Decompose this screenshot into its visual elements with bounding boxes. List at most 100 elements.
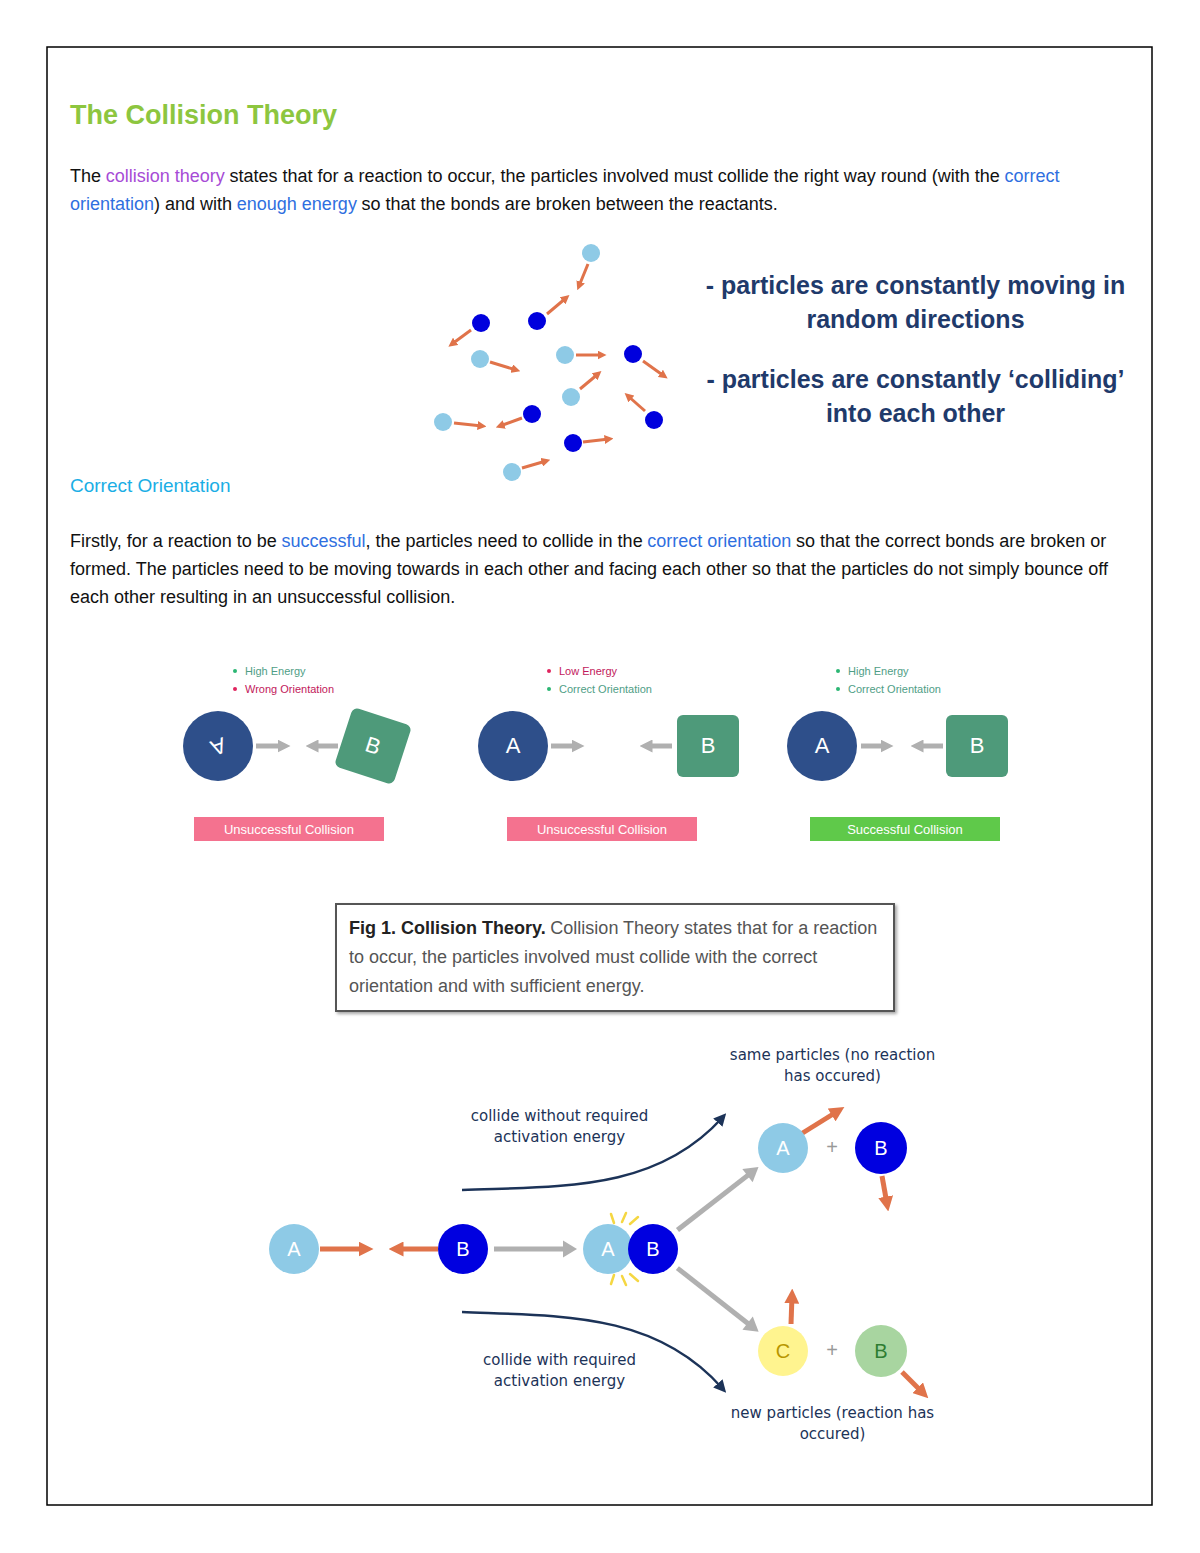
particle-circle: A <box>478 711 548 781</box>
bullet-text: Wrong Orientation <box>245 683 334 695</box>
figure-caption-box: Fig 1. Collision Theory.Collision Theory… <box>335 903 895 1012</box>
bullet-dot <box>233 687 237 691</box>
particle-circle: B <box>855 1122 907 1174</box>
arrowhead <box>742 1167 758 1182</box>
particle-circle: C <box>758 1326 808 1376</box>
particle-letter: B <box>362 731 384 760</box>
figure-label: Fig 1. Collision Theory. <box>349 918 546 938</box>
bullet-text: High Energy <box>848 665 909 677</box>
particle-letter: B <box>874 1340 887 1363</box>
arrow-shaft <box>494 1247 565 1252</box>
bullet-item: High Energy <box>233 663 306 679</box>
text-run: so that the bonds are broken between the… <box>362 194 778 214</box>
text-run: correct orientation <box>647 531 791 551</box>
text-run: same particles (no reaction has occured) <box>730 1046 935 1085</box>
bullet-item: Wrong Orientation <box>233 681 334 697</box>
particle-square: B <box>946 715 1008 777</box>
text-run: successful <box>281 531 365 551</box>
text-run: - particles are constantly ‘colliding’ i… <box>706 365 1124 427</box>
page-border <box>47 47 1152 1505</box>
particle-circle: A <box>787 711 857 781</box>
illustration-note: - particles are constantly moving in ran… <box>688 268 1143 336</box>
bullet-dot <box>836 687 840 691</box>
bullet-text: Low Energy <box>559 665 617 677</box>
arrow-shaft <box>677 1174 749 1230</box>
text-run: , the particles need to collide in the <box>365 531 642 551</box>
arrowhead <box>563 1241 577 1258</box>
pathway-note: collide with required activation energy <box>452 1350 667 1392</box>
particle-letter: A <box>601 1238 614 1261</box>
pathway-note: collide without required activation ener… <box>452 1106 667 1148</box>
orientation-paragraph: Firstly, for a reaction to besuccessful,… <box>70 527 1140 611</box>
text-run: collide without required activation ener… <box>471 1107 648 1146</box>
outcome-note: same particles (no reaction has occured) <box>720 1045 945 1087</box>
particle-square: B <box>334 707 412 785</box>
arrow-shaft <box>677 1268 749 1324</box>
bullet-item: Correct Orientation <box>836 681 941 697</box>
moving-particles <box>452 264 664 468</box>
particle-circle: A <box>583 1224 633 1274</box>
particle-letter: B <box>874 1137 887 1160</box>
bullet-item: Low Energy <box>547 663 617 679</box>
bullet-item: High Energy <box>836 663 909 679</box>
particle-letter: A <box>776 1137 789 1160</box>
particle-letter: A <box>287 1238 300 1261</box>
particle-letter: A <box>506 733 521 759</box>
result-band: Unsuccessful Collision <box>507 817 697 841</box>
intro-paragraph: Thecollision theorystates that for a rea… <box>70 162 1140 218</box>
particle-circle: B <box>438 1224 488 1274</box>
particle-letter: B <box>701 733 716 759</box>
plus-sign: + <box>820 1338 844 1362</box>
flow-arrow <box>677 1167 758 1230</box>
flow-arrow <box>494 1241 577 1258</box>
bullet-item: Correct Orientation <box>547 681 652 697</box>
bullet-text: Correct Orientation <box>559 683 652 695</box>
arrowhead <box>742 1317 758 1332</box>
band-text: Successful Collision <box>847 822 963 837</box>
bullet-dot <box>547 687 551 691</box>
particle-circle: B <box>855 1325 907 1377</box>
outcome-note: new particles (reaction has occured) <box>720 1403 945 1445</box>
result-band: Unsuccessful Collision <box>194 817 384 841</box>
particle-letter: A <box>207 731 230 760</box>
bullet-text: Correct Orientation <box>848 683 941 695</box>
section-heading: Correct Orientation <box>70 473 470 499</box>
text-run: + <box>826 1339 838 1361</box>
motion-arrows <box>320 1111 923 1393</box>
bullet-dot <box>836 669 840 673</box>
particle-letter: C <box>776 1340 790 1363</box>
particle-letter: B <box>646 1238 659 1261</box>
band-text: Unsuccessful Collision <box>537 822 667 837</box>
illustration-note: - particles are constantly ‘colliding’ i… <box>688 362 1143 430</box>
text-run: new particles (reaction has occured) <box>731 1404 934 1443</box>
particle-circle: B <box>628 1224 678 1274</box>
particle-circle: A <box>758 1123 808 1173</box>
text-run: enough energy <box>237 194 357 214</box>
result-band: Successful Collision <box>810 817 1000 841</box>
bullet-text: High Energy <box>245 665 306 677</box>
text-run: states that for a reaction to occur, the… <box>229 166 999 186</box>
band-text: Unsuccessful Collision <box>224 822 354 837</box>
particle-circle: A <box>183 711 253 781</box>
particle-letter: B <box>970 733 985 759</box>
flow-arrow <box>677 1268 758 1332</box>
pathway-curves <box>462 1118 722 1388</box>
particle-letter: A <box>815 733 830 759</box>
bullet-dot <box>547 669 551 673</box>
plus-sign: + <box>820 1135 844 1159</box>
particle-letter: B <box>456 1238 469 1261</box>
text-run: collide with required activation energy <box>483 1351 636 1390</box>
text-run: The <box>70 166 101 186</box>
text-run: ) and with <box>154 194 232 214</box>
particle-circle: A <box>269 1224 319 1274</box>
page-title: The Collision Theory <box>70 100 337 131</box>
text-run: - particles are constantly moving in ran… <box>706 271 1126 333</box>
text-run: + <box>826 1136 838 1158</box>
text-run: Firstly, for a reaction to be <box>70 531 277 551</box>
text-run: Correct Orientation <box>70 475 231 496</box>
bullet-dot <box>233 669 237 673</box>
particles <box>434 244 663 481</box>
